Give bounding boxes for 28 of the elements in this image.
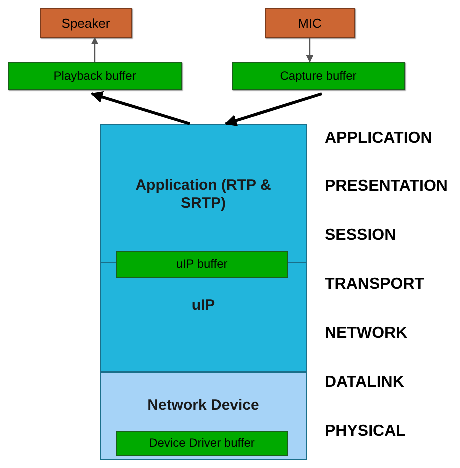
layer-title: uIP: [190, 297, 216, 315]
device-box: [265, 8, 355, 38]
arrow: [306, 38, 314, 63]
device-box: [40, 8, 132, 38]
arrow: [91, 37, 99, 62]
node-label: MIC: [297, 16, 323, 30]
buffer-label: Capture buffer: [279, 68, 358, 84]
osi-layer-label: DATALINK: [325, 374, 404, 392]
buffer-label: Device Driver buffer: [148, 436, 256, 451]
buffer-label: Playback buffer: [52, 68, 138, 84]
buffer-box: [116, 251, 288, 278]
osi-layer-label: APPLICATION: [325, 130, 432, 148]
osi-layer-label: TRANSPORT: [325, 276, 425, 294]
node-label: Network Device: [146, 397, 260, 415]
arrow: [90, 91, 190, 126]
buffer-box: [116, 431, 288, 456]
osi-layer-label: NETWORK: [325, 325, 408, 343]
layer-box: [100, 372, 307, 460]
node-label: Speaker: [60, 16, 112, 30]
node-label: Application (RTP & SRTP): [134, 177, 272, 213]
osi-layer-label: PRESENTATION: [325, 178, 448, 196]
buffer-box: [232, 62, 405, 90]
buffer-box: [8, 62, 182, 90]
arrow: [224, 92, 322, 126]
buffer-label: uIP buffer: [175, 257, 229, 272]
layer-box: [100, 124, 307, 372]
osi-layer-label: PHYSICAL: [325, 423, 406, 441]
osi-layer-label: SESSION: [325, 227, 396, 245]
